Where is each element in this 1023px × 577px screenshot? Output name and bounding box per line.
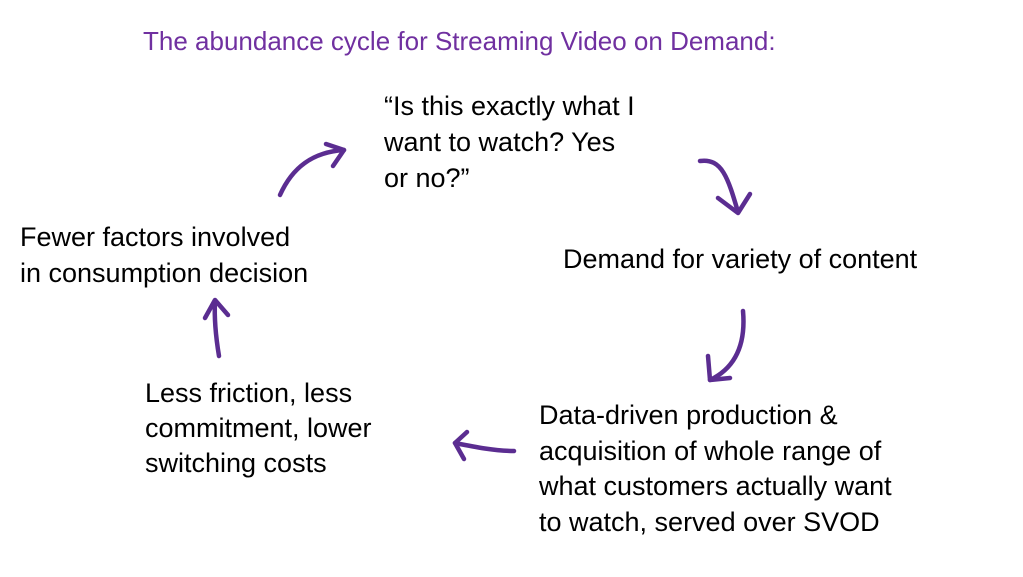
- node-line: Fewer factors involved: [20, 222, 291, 252]
- arrow-icon-to-demand: [697, 158, 753, 216]
- node-fewer-factors: Fewer factors involved in consumption de…: [20, 219, 308, 291]
- node-line: what customers actually want: [539, 471, 892, 501]
- node-friction: Less friction, less commitment, lower sw…: [145, 376, 372, 481]
- node-line: to watch, served over SVOD: [539, 506, 880, 537]
- node-line: or no?”: [384, 163, 470, 193]
- node-line: “Is this exactly what I: [384, 91, 635, 121]
- diagram-title: The abundance cycle for Streaming Video …: [143, 26, 776, 56]
- node-line: Demand for variety of content: [563, 244, 918, 274]
- arrow-icon-to-production: [705, 308, 746, 383]
- node-line: commitment, lower: [145, 413, 372, 443]
- node-line: Less friction, less: [145, 378, 353, 408]
- node-line: want to watch? Yes: [384, 127, 616, 157]
- node-line: in consumption decision: [20, 258, 309, 288]
- node-demand: Demand for variety of content: [563, 241, 917, 277]
- arrow-icon-to-friction: [452, 429, 517, 462]
- node-question: “Is this exactly what I want to watch? Y…: [384, 88, 635, 196]
- arrow-icon-to-question: [277, 141, 347, 198]
- node-production: Data-driven production & acquisition of …: [539, 398, 892, 540]
- arrow-icon-to-fewer-factors: [202, 297, 231, 359]
- node-line: Data-driven production &: [539, 400, 838, 430]
- node-line: switching costs: [145, 448, 327, 478]
- node-line: acquisition of whole range of: [539, 435, 882, 466]
